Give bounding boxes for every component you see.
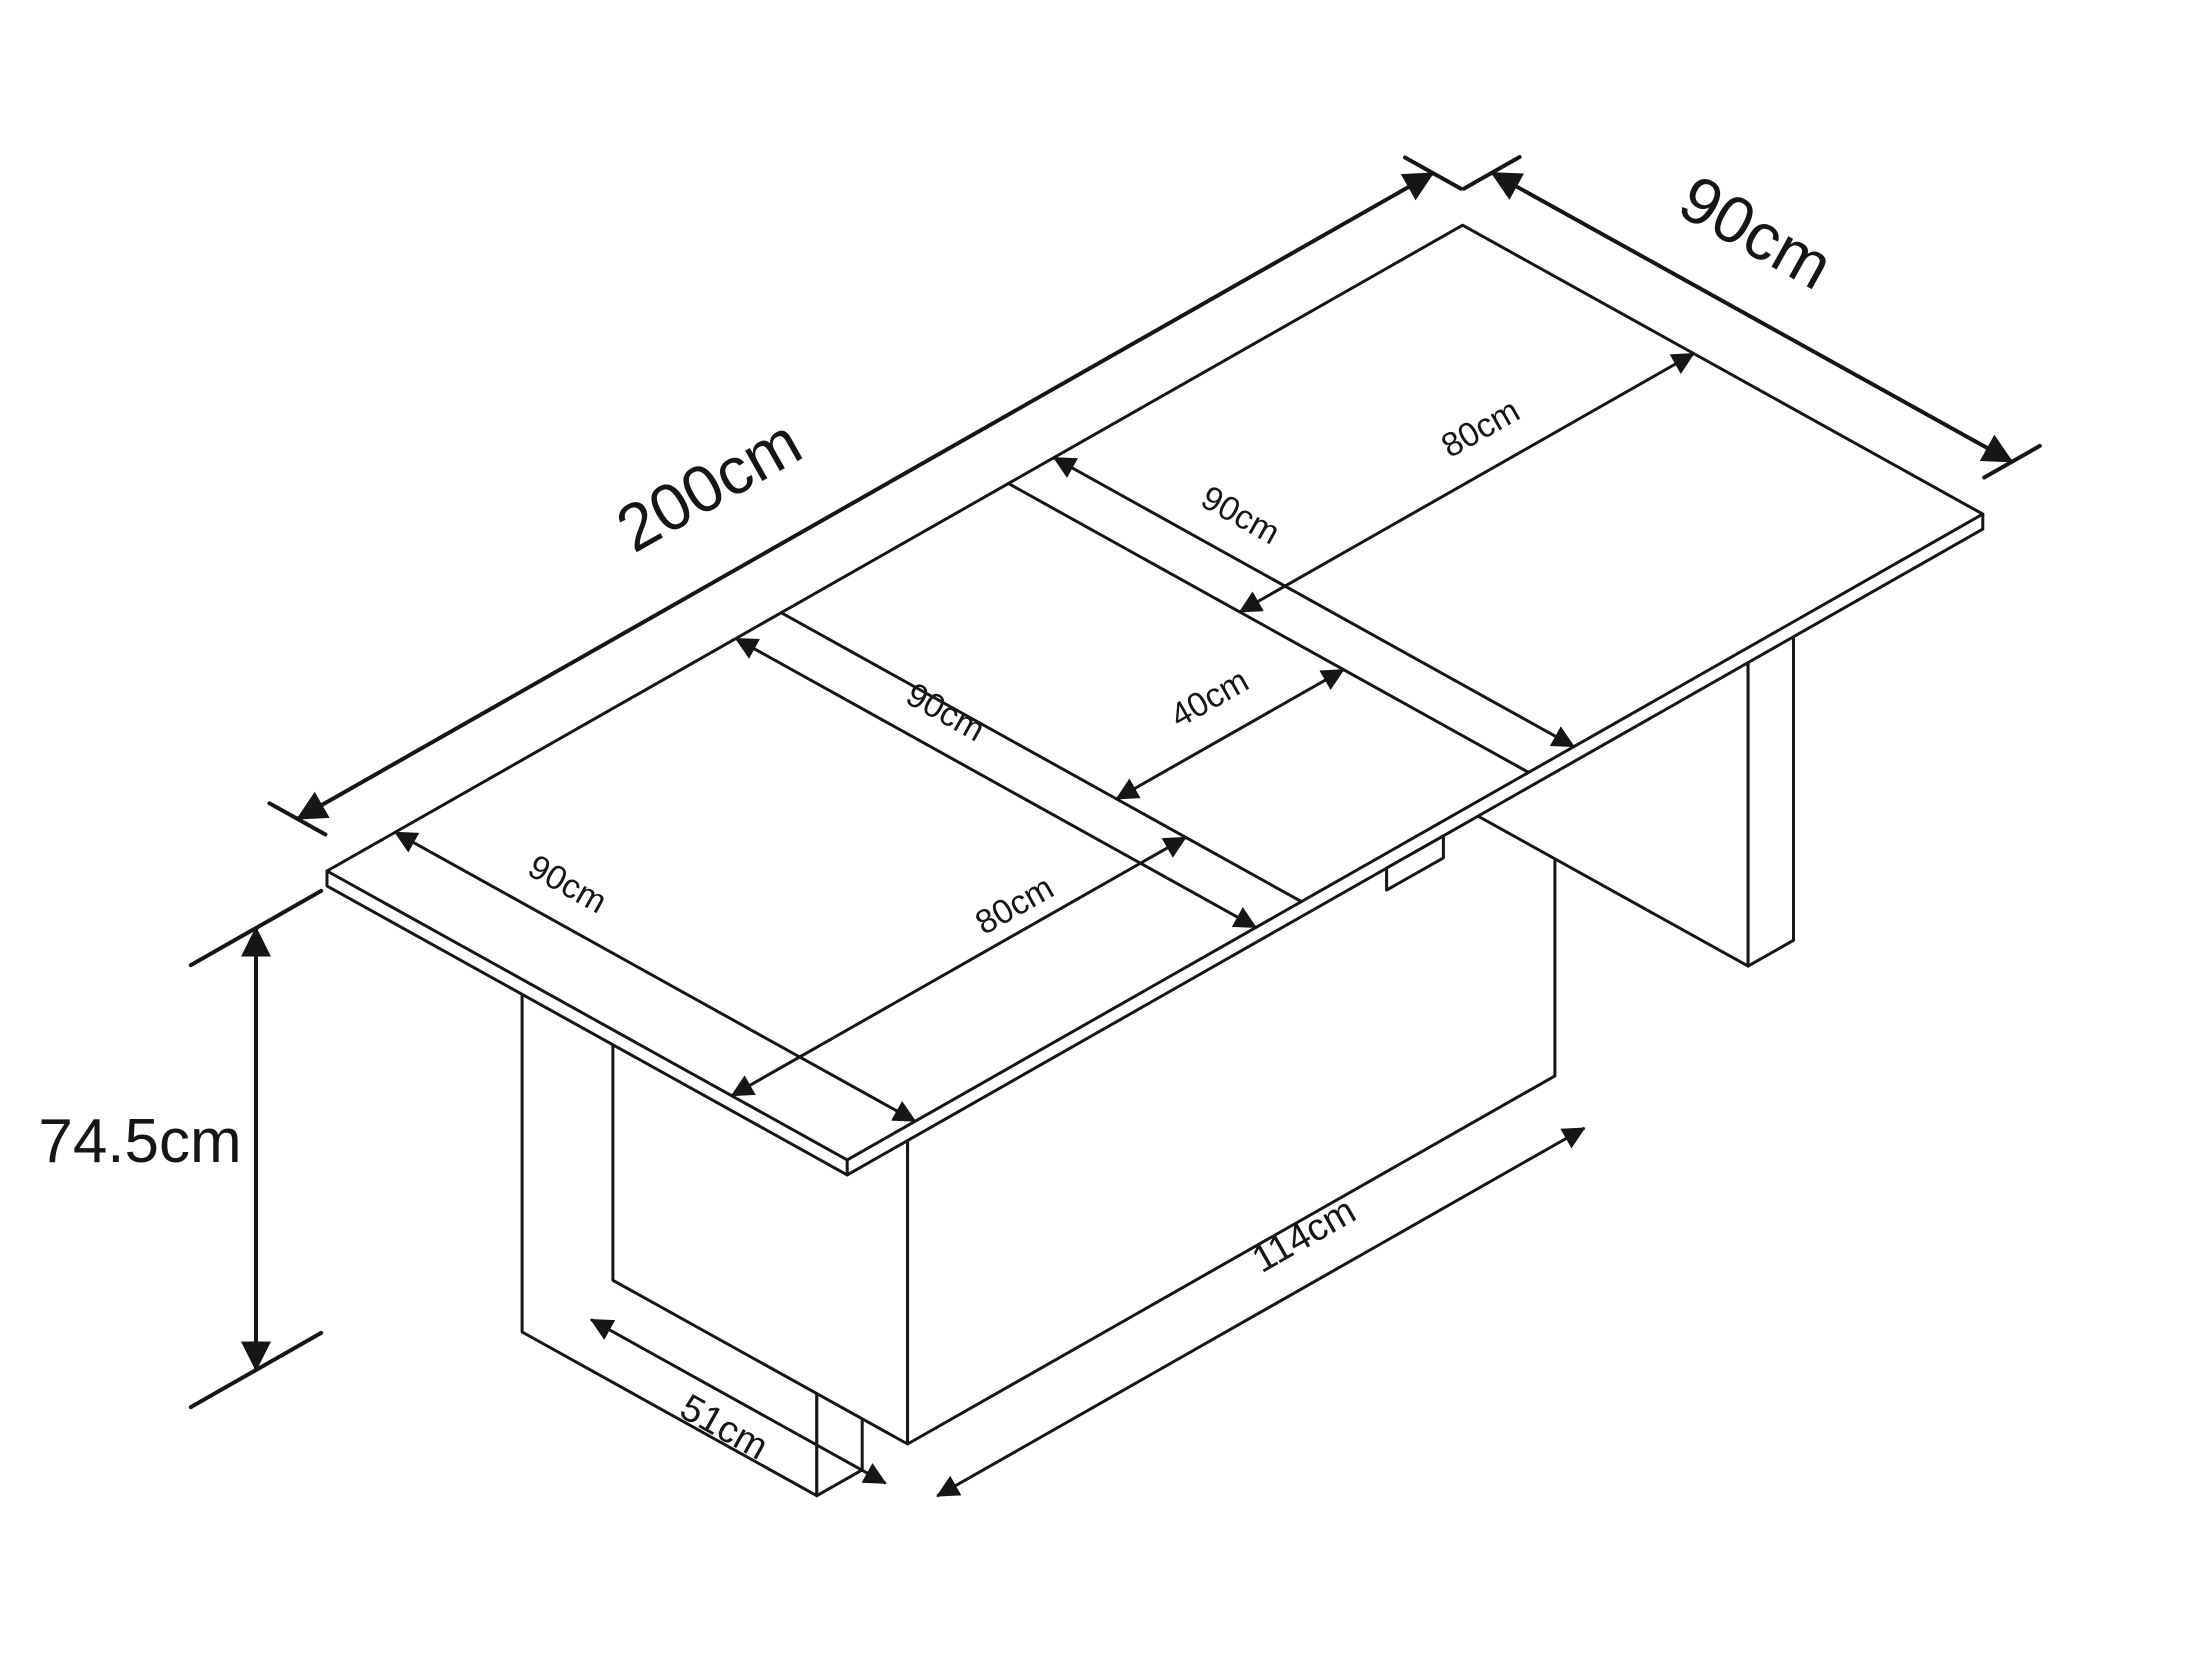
dim-overall-width-label: 90cm (1668, 160, 1845, 303)
dim-overall-length-line (296, 171, 1435, 821)
dim-height-label: 74.5cm (38, 1107, 241, 1176)
dim-height-tick-bottom (188, 1330, 324, 1410)
dim-height-tick-top (188, 888, 324, 968)
dim-base-depth-line (590, 1318, 887, 1485)
dim-overall-width-tick-end (1982, 443, 2042, 480)
dim-overall-length-tick-start (267, 801, 328, 837)
dim-base-length-line (936, 1126, 1586, 1498)
dim-overall-width-line (1490, 171, 2014, 464)
dim-overall-length-tick-end (1403, 155, 1463, 191)
extension-joint-tab (1385, 834, 1445, 892)
dim-left-section-length-line (730, 836, 1187, 1098)
dim-overall-width-tick-start (1462, 155, 1522, 191)
